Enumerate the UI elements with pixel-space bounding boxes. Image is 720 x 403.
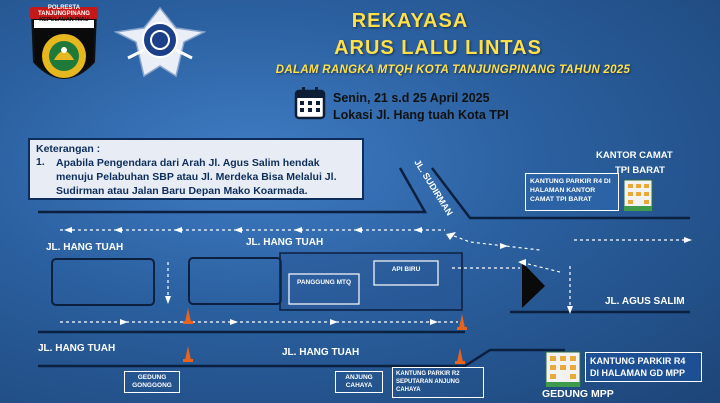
satlantas-emblem-icon [114,6,206,78]
keterangan-text: Apabila Pengendara dari Arah Jl. Agus Sa… [56,157,337,197]
road-label-hang-tuah: JL. HANG TUAH [246,237,324,248]
parking-mpp-line2: DI HALAMAN GD MPP [590,368,685,378]
road-edge-top-right [431,167,690,220]
traffic-cone-icon [457,314,467,330]
parking-box-anjung: KANTUNG PARKIR R2 SEPUTARAN ANJUNG CAHAY… [392,367,484,398]
road-label-hang-tuah: JL. HANG TUAH [46,242,124,253]
parking-mpp-line1: KANTUNG PARKIR R4 [590,356,686,366]
road-label-hang-tuah: JL. HANG TUAH [38,343,116,354]
block-left [51,258,155,306]
api-biru-label: API BIRU [391,266,421,273]
title-line-2: ARUS LALU LINTAS [334,37,542,59]
direction-triangle [522,262,545,308]
traffic-cone-icon [455,348,465,364]
parking-box-camat: KANTUNG PARKIR R4 DI HALAMAN KANTOR CAMA… [525,173,619,211]
keterangan-box: Keterangan : 1. Apabila Pengendara dari … [28,138,364,200]
police-badge-top-text: POLRESTA TANJUNGPINANG [38,5,90,17]
road-label-hang-tuah: JL. HANG TUAH [282,347,360,358]
stage-area [279,252,463,311]
road-label-agus-salim: JL. AGUS SALIM [605,296,685,307]
traffic-cone-icon [183,308,193,324]
office-building-icon [623,179,653,211]
event-date: Senin, 21 s.d 25 April 2025 [333,91,490,105]
event-location: Lokasi Jl. Hang tuah Kota TPI [333,108,509,122]
road-edge-top [38,167,428,214]
anjung-cahaya-label: ANJUNG CAHAYA [335,371,383,393]
keterangan-number: 1. [36,156,45,168]
panggung-box [288,273,360,305]
api-biru-box [373,260,439,286]
traffic-cones [183,308,467,364]
calendar-icon [294,87,326,120]
mpp-building-icon [545,351,581,387]
road-edge-bottom [38,348,565,368]
keterangan-title: Keterangan : [36,143,101,155]
panggung-label: PANGGUNG MTQ [296,279,352,286]
parking-box-mpp: KANTUNG PARKIR R4 DI HALAMAN GD MPP [585,352,702,382]
gedung-mpp-label: GEDUNG MPP [542,388,614,400]
subtitle: DALAM RANGKA MTQH KOTA TANJUNGPINANG TAH… [275,64,631,76]
police-badge-bottom-text: KEPULAUAN RIAU [39,17,89,23]
block-center [188,257,282,305]
title-line-1: REKAYASA [351,10,469,32]
traffic-cone-icon [183,346,193,362]
gedung-gonggong-label: GEDUNG GONGGONG [124,371,180,393]
polresta-badge-icon [30,7,98,79]
kantor-camat-label-2: TPI BARAT [615,165,665,176]
kantor-camat-label: KANTOR CAMAT [596,150,673,161]
